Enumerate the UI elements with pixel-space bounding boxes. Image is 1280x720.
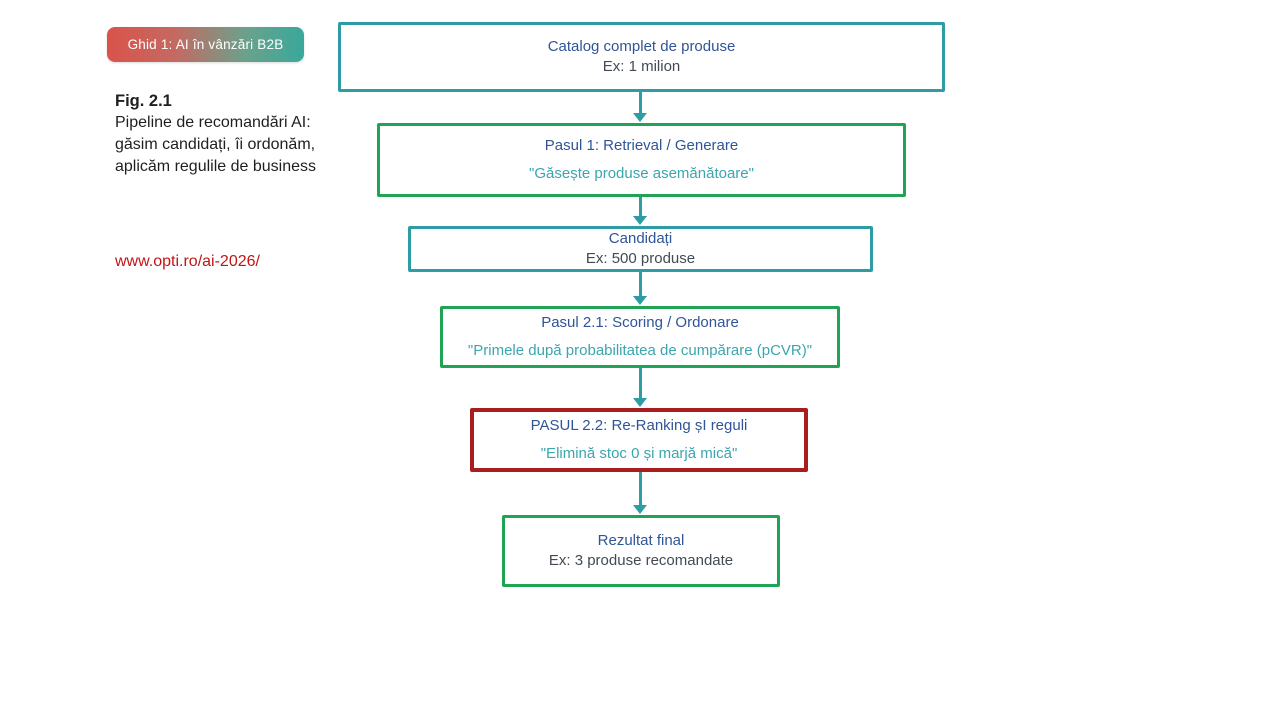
node-subtitle: "Găsește produse asemănătoare" [529, 165, 754, 182]
flow-node-catalog: Catalog complet de produse Ex: 1 milion [338, 22, 945, 92]
node-title: Candidați [608, 230, 673, 247]
figure-number: Fig. 2.1 [115, 92, 172, 110]
node-subtitle: Ex: 3 produse recomandate [548, 552, 734, 569]
flow-node-pasul-2-1: Pasul 2.1: Scoring / Ordonare "Primele d… [440, 306, 840, 368]
arrow-down-icon [633, 197, 647, 225]
node-title: PASUL 2.2: Re-Ranking șI reguli [530, 417, 748, 434]
node-title: Pasul 1: Retrieval / Generare [544, 137, 739, 154]
node-subtitle: Ex: 500 produse [585, 250, 696, 267]
node-title: Rezultat final [597, 532, 685, 549]
figure-description: Pipeline de recomandări AI: găsim candid… [115, 114, 316, 175]
flow-node-candidati: Candidați Ex: 500 produse [408, 226, 873, 272]
arrow-down-icon [633, 472, 647, 514]
flow-node-rezultat: Rezultat final Ex: 3 produse recomandate [502, 515, 780, 587]
node-subtitle: "Elimină stoc 0 și marjă mică" [540, 445, 738, 462]
arrow-down-icon [633, 92, 647, 122]
node-subtitle: "Primele după probabilitatea de cumpărar… [467, 342, 813, 359]
flow-node-pasul-1: Pasul 1: Retrieval / Generare "Găsește p… [377, 123, 906, 197]
node-title: Pasul 2.1: Scoring / Ordonare [541, 314, 739, 331]
arrow-down-icon [633, 368, 647, 407]
flow-node-pasul-2-2: PASUL 2.2: Re-Ranking șI reguli "Elimină… [470, 408, 808, 472]
source-link[interactable]: www.opti.ro/ai-2026/ [115, 253, 260, 270]
figure-caption: Fig. 2.1 Pipeline de recomandări AI: găs… [115, 90, 320, 178]
arrow-down-icon [633, 272, 647, 305]
guide-badge: Ghid 1: AI în vânzări B2B [107, 27, 304, 62]
guide-badge-label: Ghid 1: AI în vânzări B2B [127, 37, 284, 52]
node-title: Catalog complet de produse [547, 38, 736, 55]
node-subtitle: Ex: 1 milion [602, 58, 681, 75]
